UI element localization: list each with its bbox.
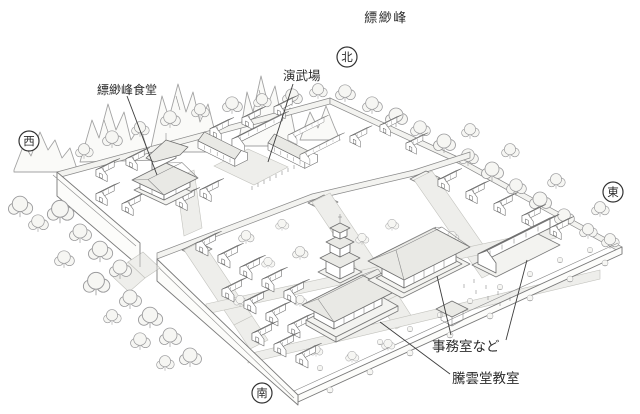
office-annex-hall [471,214,561,278]
compass-west-label: 西 [23,136,35,148]
fence-posts [251,165,295,190]
compass-east-badge: 東 [602,181,624,203]
dining-hall-building [131,133,199,206]
pointer-training-ground [267,83,294,163]
compass-south-badge: 南 [251,382,273,404]
training-posts [463,279,511,306]
label-training-ground: 演武場 [283,68,321,83]
training-ground-halls [197,111,345,186]
pointer-office-main [436,275,452,336]
compass-west-badge: 西 [18,130,40,152]
compass-south-label: 南 [256,386,268,400]
wall-northeast [329,97,623,254]
compass-east-label: 東 [607,186,619,199]
annotation-layer: 縹緲峰 縹緲峰食堂 演武場 事務室など 騰雲堂教室 北 西 東 南 [18,10,624,404]
pointer-classroom [379,321,451,375]
office-hall [367,226,471,299]
label-dining-hall: 縹緲峰食堂 [97,82,157,97]
peak-title: 縹緲峰 [364,10,408,25]
classroom-hall [301,268,399,343]
pointer-dining-hall [126,95,158,176]
compass-north-label: 北 [341,51,353,64]
compass-north-badge: 北 [336,46,358,68]
label-classroom: 騰雲堂教室 [452,370,520,386]
terrace-edge [156,151,471,260]
pointer-office-annex [505,259,528,341]
wall-southwest [52,171,299,406]
central-pagoda [317,214,363,284]
label-office: 事務室など [432,338,500,354]
